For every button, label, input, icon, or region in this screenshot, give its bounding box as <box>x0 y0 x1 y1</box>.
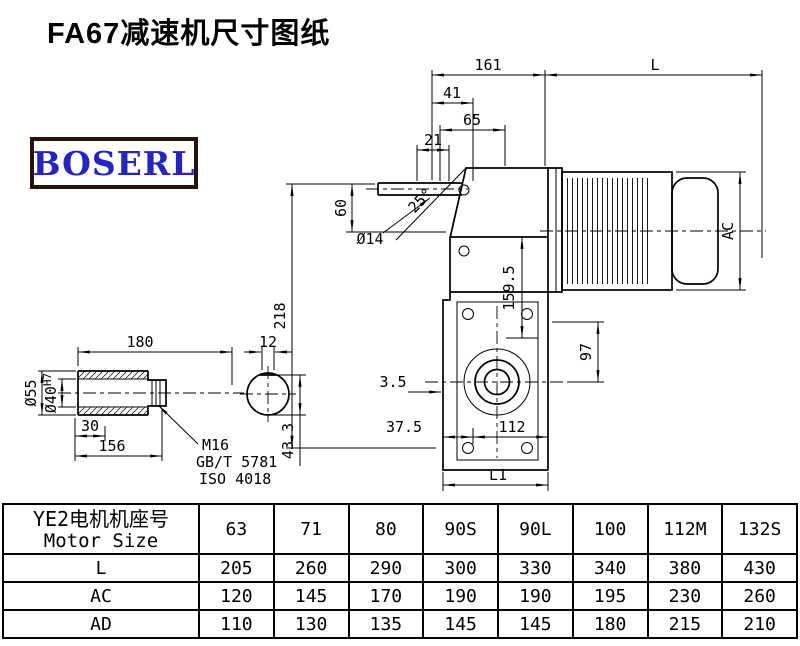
dim-21: 21 <box>424 131 442 149</box>
cell-L-132s: 430 <box>721 553 798 583</box>
label-gb-standard: GB/T 5781 <box>196 453 277 471</box>
dim-30: 30 <box>81 417 99 435</box>
cell-AD-80: 135 <box>347 609 425 639</box>
table-row-AD: AD 110 130 135 145 145 180 215 210 <box>2 609 798 639</box>
dim-bore-40H7: Ø40H7 <box>41 373 60 413</box>
motor-size-header-cn: YE2电机机座号 <box>32 507 170 532</box>
row-label-AD: AD <box>2 609 200 639</box>
dim-65: 65 <box>463 111 481 129</box>
motor-size-table: YE2电机机座号 Motor Size 63 71 80 90S 90L 100… <box>2 503 798 639</box>
dim-180: 180 <box>126 333 153 351</box>
dim-3-5: 3.5 <box>379 373 406 391</box>
dim-159-5: 159.5 <box>500 265 518 310</box>
cell-L-90s: 300 <box>422 553 499 583</box>
table-row-AC: AC 120 145 170 190 190 195 230 260 <box>2 581 798 611</box>
dim-112: 112 <box>498 418 525 436</box>
dim-AC: AC <box>719 222 737 240</box>
keyway-section <box>246 372 290 416</box>
column-header-71: 71 <box>272 503 350 555</box>
table-row-L: L 205 260 290 300 330 340 380 430 <box>2 553 798 583</box>
cell-AC-112m: 230 <box>646 581 724 611</box>
dim-L: L <box>650 56 659 74</box>
motor-size-header-en: Motor Size <box>43 530 159 553</box>
dim-shaft-od-55: Ø55 <box>22 379 40 406</box>
motor-size-header-cell: YE2电机机座号 Motor Size <box>2 503 200 555</box>
row-label-L: L <box>2 553 200 583</box>
label-thread-m16: M16 <box>202 436 229 454</box>
dim-156: 156 <box>98 437 125 455</box>
hatch-top <box>78 371 148 379</box>
cell-L-100: 340 <box>571 553 649 583</box>
output-shaft-detail <box>77 370 167 416</box>
dim-43-3: 43.3 <box>279 423 297 459</box>
cell-AC-132s: 260 <box>721 581 798 611</box>
hatch-bottom <box>78 407 148 415</box>
column-header-132s: 132S <box>721 503 798 555</box>
cell-L-80: 290 <box>347 553 425 583</box>
cell-L-63: 205 <box>198 553 275 583</box>
dim-218: 218 <box>271 302 289 329</box>
cell-AC-100: 195 <box>571 581 649 611</box>
dim-161: 161 <box>474 56 501 74</box>
extension-lines <box>38 70 763 491</box>
cell-AC-63: 120 <box>198 581 275 611</box>
dim-hole-diameter-14: Ø14 <box>356 230 383 248</box>
column-header-80: 80 <box>347 503 425 555</box>
dim-41: 41 <box>443 84 461 102</box>
cell-AC-90l: 190 <box>497 581 574 611</box>
column-header-90s: 90S <box>422 503 499 555</box>
dim-60: 60 <box>332 199 350 217</box>
cell-L-71: 260 <box>272 553 350 583</box>
motor-outline <box>548 167 719 293</box>
dim-97: 97 <box>577 343 595 361</box>
cell-AD-132s: 210 <box>721 609 798 639</box>
cell-AD-63: 110 <box>198 609 275 639</box>
column-header-63: 63 <box>198 503 275 555</box>
cell-AD-112m: 215 <box>646 609 724 639</box>
motor-fins <box>566 178 650 284</box>
cell-AD-90s: 145 <box>422 609 499 639</box>
cell-AC-90s: 190 <box>422 581 499 611</box>
page-title: FA67减速机尺寸图纸 <box>47 18 331 50</box>
cell-L-90l: 330 <box>497 553 574 583</box>
table-header-row: YE2电机机座号 Motor Size 63 71 80 90S 90L 100… <box>2 503 798 555</box>
column-header-100: 100 <box>571 503 649 555</box>
dimension-drawing: 161 L 41 65 21 60 Ø14 25° 218 159.5 AC 9… <box>22 56 766 491</box>
column-header-112m: 112M <box>646 503 724 555</box>
cell-AD-90l: 145 <box>497 609 574 639</box>
column-header-90l: 90L <box>497 503 574 555</box>
brand-logo: BOSERL <box>30 137 198 189</box>
dim-L1: L1 <box>489 466 507 484</box>
brand-logo-text: BOSERL <box>32 143 196 183</box>
cell-L-112m: 380 <box>646 553 724 583</box>
dim-37-5: 37.5 <box>386 418 422 436</box>
cell-AD-71: 130 <box>272 609 350 639</box>
row-label-AC: AC <box>2 581 200 611</box>
dim-key-width-12: 12 <box>259 333 277 351</box>
cell-AC-80: 170 <box>347 581 425 611</box>
cell-AD-100: 180 <box>571 609 649 639</box>
cell-AC-71: 145 <box>272 581 350 611</box>
label-iso-standard: ISO 4018 <box>199 470 271 488</box>
